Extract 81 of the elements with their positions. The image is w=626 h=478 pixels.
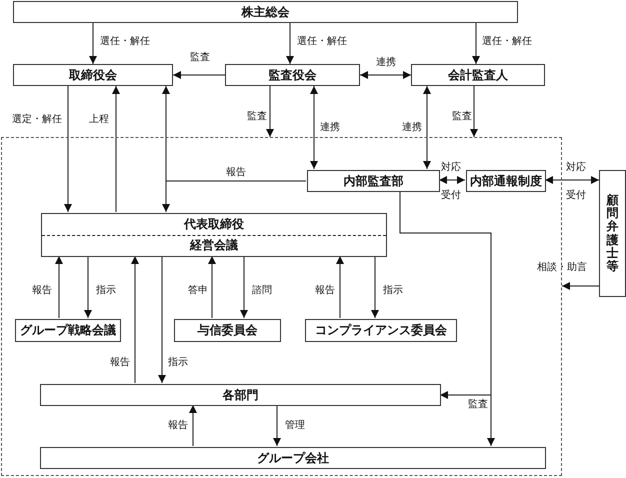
org-box [13,1,518,23]
org-box [307,170,440,192]
box-title: 与信委員会 [198,323,258,338]
arrow [472,22,480,64]
edge-label: 報告 [226,168,246,178]
box-title: 顧問弁護士等 [606,194,618,274]
arrow [562,282,600,290]
arrow [273,404,281,446]
edge-label: 監査 [468,400,488,410]
org-box [13,64,173,86]
edge-label: 監査 [247,112,267,122]
edge-label: 答申 [188,286,208,296]
arrow [360,71,412,79]
arrow [189,404,197,446]
box-title: 内部監査部 [344,174,404,188]
edge-label: 選任・解任 [297,37,347,47]
arrow [112,86,120,212]
arrow [162,180,306,212]
box-title: コンプライアンス委員会 [315,323,447,338]
edge-label: 連携 [402,123,422,133]
arrow [470,86,478,138]
edge-label: 指示 [96,286,116,296]
edge-label: 管理 [285,421,305,431]
edge-label: 選任・解任 [100,37,150,47]
edge-label: 報告 [315,286,335,296]
note-label: 受付 [566,191,586,201]
org-box [305,319,457,342]
arrow [64,86,72,212]
arrow [208,256,216,318]
edge-label: 上程 [89,115,109,125]
edge-label: 報告 [110,358,130,368]
arrow [371,256,379,318]
arrow [55,256,63,318]
org-box [225,64,360,86]
box-title: グループ会社 [257,450,329,466]
box-title: 内部通報制度 [470,174,542,188]
arrow [423,86,431,170]
box-title: 取締役会 [69,68,117,82]
arrow [438,176,466,184]
org-box [15,319,121,342]
edge-label: 監査 [452,112,472,122]
edge-label: 連携 [320,123,340,133]
arrow [286,22,294,64]
org-box [599,170,626,297]
org-box [466,170,546,192]
edge-label: 指示 [383,286,403,296]
org-box [41,213,387,257]
org-box [174,319,281,342]
note-label: 受付 [441,191,461,201]
edge-label: 選任・解任 [482,37,532,47]
arrow [84,256,92,318]
box-title: 各部門 [222,388,258,402]
org-box [411,64,545,86]
arrow [158,256,166,384]
box-title: 経営会議 [42,234,386,256]
arrow [310,86,318,170]
arrow [336,256,344,318]
arrow [89,22,97,64]
box-title: 会計監査人 [448,68,508,82]
edge-label: 指示 [168,358,188,368]
arrow [544,176,600,184]
edge-label: 監査 [190,53,210,63]
box-title: グループ戦略会議 [20,323,116,338]
edge-label: 報告 [168,421,188,431]
edge-label: 連携 [376,58,396,68]
edge-label: 対応 [566,163,586,173]
arrow [172,71,226,79]
edge-label: 選定・解任 [12,115,62,125]
edge-label: 対応 [441,163,461,173]
arrow [131,256,139,384]
arrow [240,256,248,318]
edge-label: 相談・助言 [537,263,587,273]
org-box [40,447,546,469]
edge-label: 報告 [32,286,52,296]
arrow [266,86,274,138]
dashed-boundary [1,137,562,476]
edge-label: 諮問 [252,286,272,296]
box-title: 株主総会 [242,4,290,20]
box-title: 監査役会 [268,68,316,82]
box-title: 代表取締役 [182,216,245,233]
org-box [40,384,441,406]
